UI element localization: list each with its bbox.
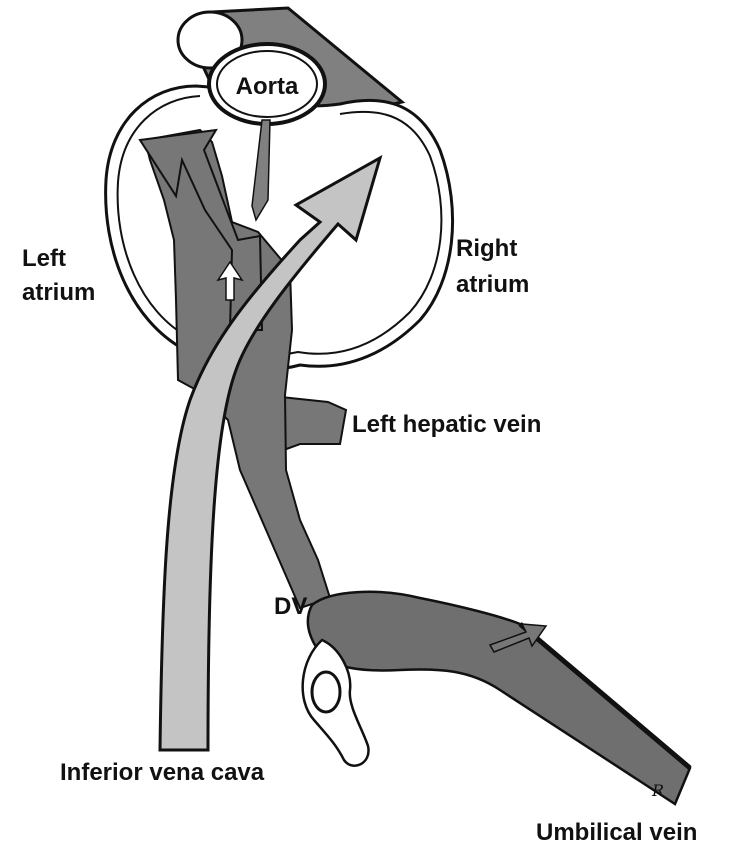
umbilical-vein <box>308 592 690 804</box>
right-atrium-label-line2: atrium <box>456 271 529 298</box>
right-atrium-label-line1: Right <box>456 235 517 262</box>
left-hepatic-vein-label: Left hepatic vein <box>352 411 541 438</box>
left-atrium-label-line1: Left <box>22 245 66 272</box>
portal-sinus-lumen <box>312 672 340 712</box>
umbilical-vein-label: Umbilical vein <box>536 819 697 846</box>
inferior-vena-cava-label: Inferior vena cava <box>60 759 265 786</box>
left-atrium-label-line2: atrium <box>22 279 95 306</box>
artist-signature: R <box>651 781 664 800</box>
dv-label: DV <box>274 593 307 620</box>
aorta-label: Aorta <box>236 73 299 100</box>
